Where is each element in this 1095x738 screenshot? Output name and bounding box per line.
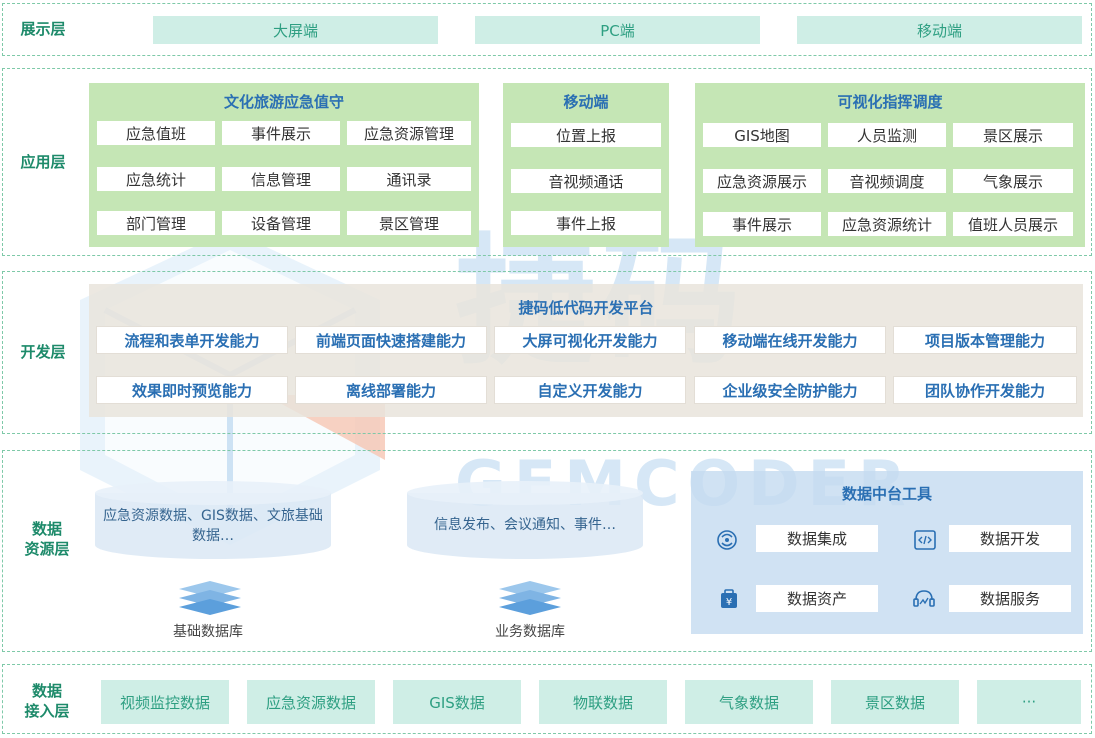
app-cell: 人员监测 <box>828 123 946 147</box>
app-cell: 事件展示 <box>222 121 340 145</box>
panel-visual-command: 可视化指挥调度 GIS地图 人员监测 景区展示 应急资源展示 音视频调度 气象展… <box>695 83 1085 247</box>
app-cell: 景区展示 <box>953 123 1073 147</box>
dev-capability: 团队协作开发能力 <box>893 376 1077 404</box>
panel-mobile: 移动端 位置上报 音视频通话 事件上报 <box>503 83 669 247</box>
app-cell: 部门管理 <box>97 211 215 235</box>
display-item-bigscreen: 大屏端 <box>153 16 438 44</box>
app-cell: 应急资源管理 <box>347 121 471 145</box>
app-cell: 音视频通话 <box>511 169 661 193</box>
access-item: 应急资源数据 <box>247 680 375 724</box>
access-item: 物联数据 <box>539 680 667 724</box>
app-cell: 应急统计 <box>97 167 215 191</box>
integration-icon <box>717 530 737 550</box>
dev-platform: 捷码低代码开发平台 流程和表单开发能力 前端页面快速搭建能力 大屏可视化开发能力… <box>89 284 1083 417</box>
application-layer-title: 应用层 <box>20 153 66 171</box>
tool-data-service: 数据服务 <box>949 585 1071 612</box>
business-db-label: 业务数据库 <box>495 624 565 640</box>
dev-capability: 自定义开发能力 <box>494 376 686 404</box>
data-access-layer: 数据 接入层 视频监控数据 应急资源数据 GIS数据 物联数据 气象数据 景区数… <box>2 664 1092 734</box>
dev-capability: 项目版本管理能力 <box>893 326 1077 354</box>
development-layer-title: 开发层 <box>20 343 66 361</box>
app-cell: 应急值班 <box>97 121 215 145</box>
panel-title-mobile: 移动端 <box>563 93 609 111</box>
tool-data-integration: 数据集成 <box>756 525 878 552</box>
data-resource-title-line1: 数据 <box>31 520 62 538</box>
data-resource-title-line2: 资源层 <box>24 540 70 558</box>
dev-capability: 企业级安全防护能力 <box>694 376 886 404</box>
app-cell: 应急资源展示 <box>703 169 821 193</box>
panel-tourism-emergency: 文化旅游应急值守 应急值班 事件展示 应急资源管理 应急统计 信息管理 通讯录 … <box>89 83 479 247</box>
data-tools-panel: 数据中台工具 数据集成 数据开发 ¥ 数据资产 数据服务 <box>691 471 1083 634</box>
data-tools-title: 数据中台工具 <box>841 485 932 503</box>
development-layer: 开发层 捷码低代码开发平台 流程和表单开发能力 前端页面快速搭建能力 大屏可视化… <box>2 271 1092 434</box>
app-cell: 设备管理 <box>222 211 340 235</box>
app-cell: 音视频调度 <box>828 169 946 193</box>
display-layer-title: 展示层 <box>20 20 66 38</box>
panel-title-tourism-emergency: 文化旅游应急值守 <box>223 93 344 111</box>
tool-data-development: 数据开发 <box>949 525 1071 552</box>
app-cell: 位置上报 <box>511 123 661 147</box>
access-item: ··· <box>977 680 1081 724</box>
dev-capability: 大屏可视化开发能力 <box>494 326 686 354</box>
display-item-pc: PC端 <box>475 16 760 44</box>
app-cell: 气象展示 <box>953 169 1073 193</box>
app-cell: 值班人员展示 <box>953 212 1073 236</box>
app-cell: 景区管理 <box>347 211 471 235</box>
access-item: 气象数据 <box>685 680 813 724</box>
code-icon <box>914 530 936 550</box>
app-cell: 事件展示 <box>703 212 821 236</box>
panel-title-visual-command: 可视化指挥调度 <box>837 93 943 111</box>
dev-capability: 流程和表单开发能力 <box>96 326 288 354</box>
access-item: 视频监控数据 <box>101 680 229 724</box>
app-cell: GIS地图 <box>703 123 821 147</box>
access-item: 景区数据 <box>831 680 959 724</box>
tool-data-asset: 数据资产 <box>756 585 878 612</box>
dev-capability: 移动端在线开发能力 <box>694 326 886 354</box>
display-item-mobile: 移动端 <box>797 16 1082 44</box>
dev-capability: 效果即时预览能力 <box>96 376 288 404</box>
app-cell: 事件上报 <box>511 211 661 235</box>
app-cell: 通讯录 <box>347 167 471 191</box>
data-access-title-line2: 接入层 <box>24 702 70 720</box>
data-resource-layer-title: 数据 资源层 <box>15 519 79 559</box>
service-icon <box>913 590 935 607</box>
business-db-cylinder <box>407 481 643 559</box>
data-access-title-line1: 数据 <box>31 682 62 700</box>
asset-icon: ¥ <box>721 589 737 608</box>
dev-capability: 前端页面快速搭建能力 <box>295 326 487 354</box>
app-cell: 应急资源统计 <box>828 212 946 236</box>
data-resource-layer: 数据 资源层 应急资源数据、GIS数据、文旅基础数据… 基础数据库 信息发布、会… <box>2 450 1092 652</box>
display-layer: 展示层 大屏端 PC端 移动端 <box>2 3 1092 56</box>
dev-platform-title: 捷码低代码开发平台 <box>518 299 654 317</box>
data-access-layer-title: 数据 接入层 <box>15 681 79 721</box>
basic-db-text: 应急资源数据、GIS数据、文旅基础数据… <box>103 508 323 544</box>
database-stack-icon <box>179 581 241 615</box>
basic-db-label: 基础数据库 <box>173 624 243 640</box>
database-stack-icon <box>499 581 561 615</box>
svg-text:¥: ¥ <box>726 597 732 608</box>
dev-capability: 离线部署能力 <box>295 376 487 404</box>
business-db-text: 信息发布、会议通知、事件… <box>434 517 616 533</box>
access-item: GIS数据 <box>393 680 521 724</box>
application-layer: 应用层 文化旅游应急值守 应急值班 事件展示 应急资源管理 应急统计 信息管理 … <box>2 68 1092 256</box>
app-cell: 信息管理 <box>222 167 340 191</box>
